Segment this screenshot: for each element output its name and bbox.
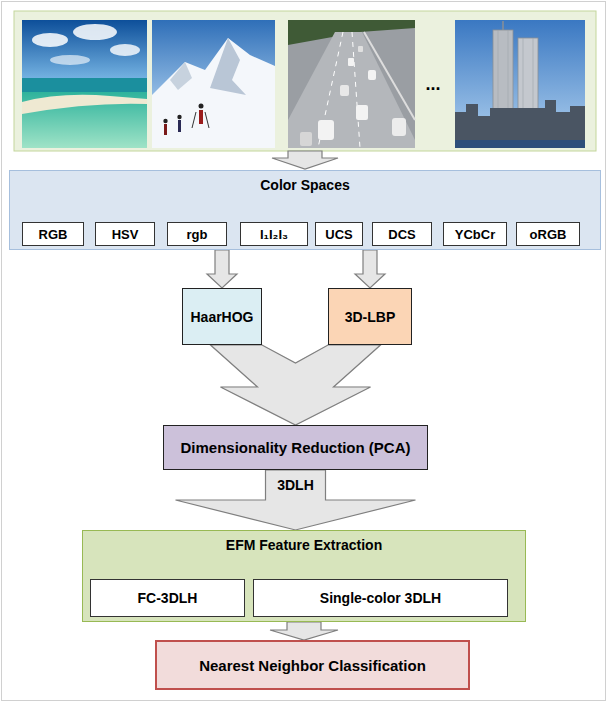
box-label: UCS [325, 227, 352, 242]
beach-photo-part [22, 95, 147, 114]
block-arrow [270, 622, 338, 640]
color-space-box: I₁I₂I₃ [240, 222, 308, 246]
box-label: YCbCr [455, 227, 495, 242]
color-space-box: DCS [372, 222, 432, 246]
highway-photo-part [288, 20, 415, 148]
block-arrow [176, 470, 416, 530]
highway-photo-part [300, 132, 312, 146]
box-label: Dimensionality Reduction (PCA) [180, 439, 410, 456]
box-label: 3D-LBP [345, 309, 396, 325]
snow-photo-part [177, 115, 181, 119]
highway-photo-part [392, 118, 406, 136]
towers-photo-part [455, 20, 585, 148]
towers-photo [455, 20, 585, 148]
box-label: Single-color 3DLH [320, 590, 441, 606]
snow-photo-part [163, 119, 167, 123]
color-space-box: HSV [95, 222, 155, 246]
towers-photo-part [455, 140, 585, 148]
towers-photo-part [455, 100, 585, 148]
highway-photo-part [364, 32, 415, 120]
box-label: RGB [39, 227, 68, 242]
box-label: FC-3DLH [138, 590, 198, 606]
highway-photo-part [358, 46, 363, 52]
box-label: HSV [112, 227, 139, 242]
snow-photo-part [199, 110, 203, 124]
beach-photo-part [22, 78, 147, 92]
highway-photo-part [340, 85, 349, 96]
box-label: HaarHOG [190, 309, 253, 325]
snow-photo-part [178, 120, 181, 132]
panel-arrow [272, 151, 338, 169]
feature-variant-box: FC-3DLH [90, 579, 245, 617]
beach-photo-part [73, 24, 117, 40]
highway-photo-part [318, 32, 343, 148]
beach-photo-part [22, 92, 147, 148]
block-arrow [207, 250, 237, 288]
color-space-box: oRGB [516, 222, 580, 246]
color-space-box: RGB [22, 222, 84, 246]
box-label: oRGB [530, 227, 567, 242]
band-heading: Color Spaces [10, 177, 600, 193]
highway-photo [288, 20, 415, 148]
beach-photo-part [22, 20, 147, 82]
snow-photo-part [152, 38, 275, 148]
highway-photo-part [288, 32, 415, 148]
merge-arrow-outline [211, 345, 381, 425]
box-label: Nearest Neighbor Classification [199, 657, 426, 674]
box-label: I₁I₂I₃ [260, 227, 288, 242]
snow-photo-part [192, 112, 196, 128]
beach-photo [22, 20, 147, 148]
beach-photo-part [110, 44, 140, 56]
ellipsis-label: ... [425, 74, 440, 95]
box-label: rgb [187, 227, 208, 242]
snow-photo-part [170, 62, 192, 90]
image-panel [14, 11, 596, 151]
highway-photo-part [348, 58, 354, 66]
classifier-box: Nearest Neighbor Classification [155, 640, 470, 690]
color-space-box: UCS [315, 222, 363, 246]
feature-box: 3D-LBP [328, 288, 412, 345]
highway-photo-part [368, 70, 376, 80]
towers-photo-part [502, 21, 504, 30]
feature-variant-box: Single-color 3DLH [253, 579, 508, 617]
color-space-band: Color SpacesRGB HSV rgb I₁I₂I₃ UCS DCS YCbCr oR… [9, 170, 601, 250]
highway-photo-part [318, 120, 334, 140]
highway-photo-part [356, 105, 368, 120]
box-label: DCS [388, 227, 415, 242]
edge-label: 3DLH [275, 477, 316, 493]
snow-photo-part [199, 104, 204, 109]
snow-photo-part [210, 38, 246, 95]
color-space-box: rgb [167, 222, 227, 246]
band-heading: EFM Feature Extraction [83, 537, 525, 553]
color-space-box: YCbCr [443, 222, 507, 246]
feature-box: HaarHOG [182, 288, 262, 345]
extraction-band: EFM Feature ExtractionFC-3DLH Single-colo… [82, 530, 526, 622]
snow-photo [152, 20, 275, 148]
process-box: Dimensionality Reduction (PCA) [163, 425, 428, 470]
beach-photo-part [50, 55, 90, 65]
snow-photo-part [205, 112, 209, 128]
beach-photo-part [32, 33, 68, 47]
block-arrow [355, 250, 385, 288]
snow-photo-part [164, 124, 167, 135]
